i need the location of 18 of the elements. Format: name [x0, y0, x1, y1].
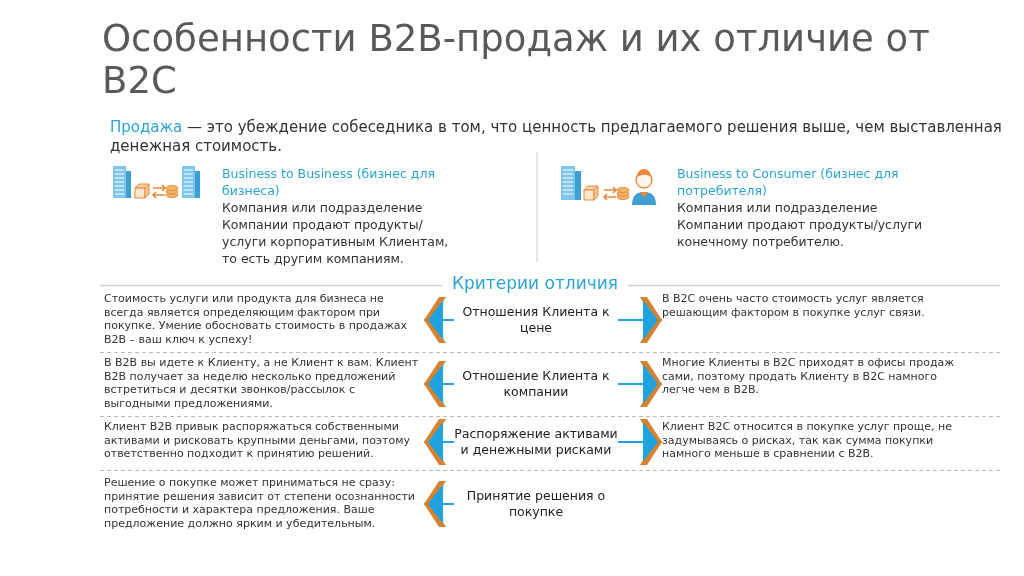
b2b-point-text: Решение о покупке может приниматься не сразу: принятие решения зависит от степени осознанности потребности и характера предложения. Ваше предложение должно ярким и убедительным. [104, 476, 424, 532]
b2c-description: Компания или подразделение Компании продают продукты/услуги конечному потребителю. [677, 199, 924, 250]
b2c-point-text: В B2C очень часто стоимость услуг является решающим фактором в покупке услуг связи. [662, 292, 962, 348]
b2c-point-text: Многие Клиенты в B2C приходят в офисы продаж сами, поэтому продать Клиенту в B2C намного легче чем в B2B. [662, 356, 962, 412]
criterion-label: Распоряжение активами и денежными рисками [454, 426, 618, 458]
b2b-description: Компания или подразделение Компании продают продукты/услуги корпоративным Клиентам, то есть другим компаниям. [222, 199, 450, 267]
criterion-label: Отношения Клиента к цене [454, 304, 618, 336]
b2b-point-text: Стоимость услуги или продукта для бизнеса не всегда является определяющим фактором при покупке. Умение обосновать стоимость в продажах B2B – ваш ключ к успеху! [104, 292, 424, 348]
slide-title: Особенности B2B-продаж и их отличие от B2C [102, 18, 931, 102]
criteria-heading: Критерии отличия [451, 273, 619, 293]
b2b-heading: Business to Business (бизнес для бизнеса) [222, 165, 436, 199]
b2b-point-text: В B2B вы идете к Клиенту, а не Клиент к вам. Клиент B2B получает за неделю несколько предложений встретиться и десятки звонков/рассылок с выгодными предложениями. [104, 356, 424, 412]
criterion-label: Отношение Клиента к компании [454, 368, 618, 400]
b2c-heading: Business to Consumer (бизнес для потребителя) [677, 165, 900, 199]
b2b-point-text: Клиент B2B привык распоряжаться собственными активами и рисковать крупными деньгами, поэтому ответственно подходит к принятию решений. [104, 420, 424, 464]
criterion-label: Принятие решения о покупке [454, 488, 618, 520]
definition-text: Продажа — это убеждение собеседника в том, что ценность предлагаемого решения выше, чем выставленная денежная стоимость. [110, 118, 1003, 156]
b2c-point-text: Клиент B2C относится в покупке услуг проще, не задумываясь о рисках, так как сумма покупки намного меньше в сравнении с B2B. [662, 420, 962, 464]
